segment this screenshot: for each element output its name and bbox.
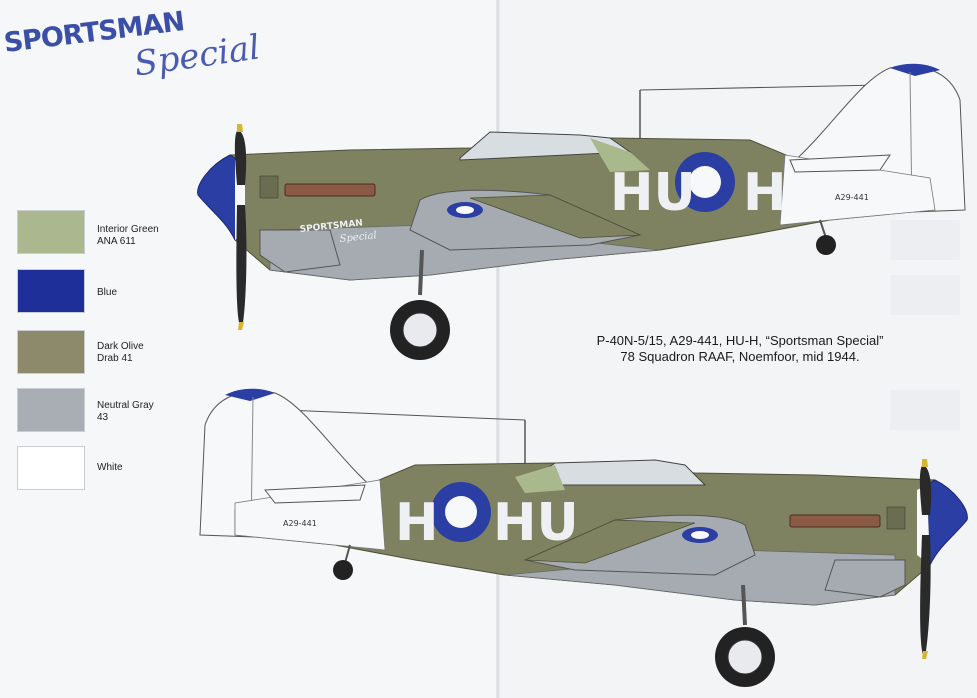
main-wheel-hub <box>402 312 438 348</box>
aircraft-profile-left-side: HU H A29-441 SPORTSMAN Special <box>197 63 966 360</box>
wing-roundel-center <box>691 531 709 539</box>
code-letters-left: HU <box>610 163 696 223</box>
swatch-interior-green <box>17 210 85 254</box>
fuselage-roundel-center <box>689 166 721 198</box>
legend-label: Blue <box>97 287 118 298</box>
exhaust-stubs <box>789 514 881 528</box>
caption-line-2: 78 Squadron RAAF, Noemfoor, mid 1944. <box>620 349 860 364</box>
horizontal-stabilizer <box>264 484 366 504</box>
horizontal-stabilizer <box>789 154 891 173</box>
rear-fuselage-white <box>779 154 936 226</box>
main-gear-strut <box>741 584 747 626</box>
tail-wheel-strut <box>344 544 351 564</box>
wing-upper <box>469 194 641 239</box>
aircraft-profile-right-side: H HU A29-441 <box>199 388 968 687</box>
serial-number: A29-441 <box>835 193 869 202</box>
code-letter-right: H <box>743 163 787 223</box>
aerial-wire <box>639 84 881 91</box>
tail-wheel <box>816 235 836 255</box>
faded-swatch <box>890 220 960 260</box>
prop-tip-bottom <box>922 651 928 659</box>
prop-tip-top <box>922 459 928 467</box>
caption-line-1: P-40N-5/15, A29-441, HU-H, “Sportsman Sp… <box>596 333 884 348</box>
prop-tip-bottom <box>238 322 244 330</box>
serial-number: A29-441 <box>283 519 317 528</box>
legend-row-interior-green: Interior Green ANA 611 <box>17 210 217 254</box>
aerial-wire <box>284 409 526 421</box>
legend-label: Neutral Gray <box>97 400 154 411</box>
wing-upper <box>524 519 696 564</box>
swatch-olive-drab <box>17 330 85 374</box>
fuselage-roundel-center <box>445 496 477 528</box>
swatch-blue <box>17 269 85 313</box>
propeller-blade-top <box>919 465 932 515</box>
swatch-neutral-gray <box>17 388 85 432</box>
legend-label-sub: 43 <box>97 412 109 423</box>
gun-ports <box>886 506 906 530</box>
spinner <box>926 479 968 566</box>
swatch-white <box>17 446 85 490</box>
fin-tip-blue <box>225 388 275 401</box>
main-gear-strut <box>418 249 424 296</box>
main-wheel-hub <box>727 639 763 675</box>
prop-tip-top <box>237 124 243 132</box>
canopy <box>459 131 632 161</box>
legend-row-neutral-gray: Neutral Gray 43 <box>17 388 217 432</box>
faded-swatch <box>890 390 960 430</box>
chin-radiator <box>259 229 341 273</box>
legend-label-sub: ANA 611 <box>97 236 136 247</box>
tail-wheel-strut <box>819 219 827 239</box>
code-letter-left: H <box>395 493 439 553</box>
legend-row-olive-drab: Dark Olive Drab 41 <box>17 330 217 374</box>
wing-roundel-center <box>456 206 474 214</box>
faded-swatch <box>890 275 960 315</box>
exhaust-stubs <box>284 183 376 197</box>
code-letters-right: HU <box>493 493 579 553</box>
fin-tip-blue <box>890 63 940 76</box>
propeller-blade-top <box>234 130 247 185</box>
legend-row-blue: Blue <box>17 269 217 313</box>
gun-ports <box>259 175 279 199</box>
legend-label: Interior Green <box>97 224 159 235</box>
interior-green-area <box>515 465 565 493</box>
tail-wheel <box>333 560 353 580</box>
aircraft-caption: P-40N-5/15, A29-441, HU-H, “Sportsman Sp… <box>560 333 920 365</box>
propeller-blade-bottom <box>236 205 247 328</box>
legend-label: Dark Olive <box>97 341 144 352</box>
chin-radiator <box>824 559 906 598</box>
legend-label: White <box>97 462 123 473</box>
legend-row-white: White <box>17 446 217 490</box>
nose-art-special: Special <box>339 230 377 245</box>
spinner <box>197 154 239 241</box>
propeller-blade-bottom <box>920 535 931 657</box>
page-fold <box>496 0 500 698</box>
legend-label-sub: Drab 41 <box>97 353 133 364</box>
interior-green-area <box>590 138 650 172</box>
